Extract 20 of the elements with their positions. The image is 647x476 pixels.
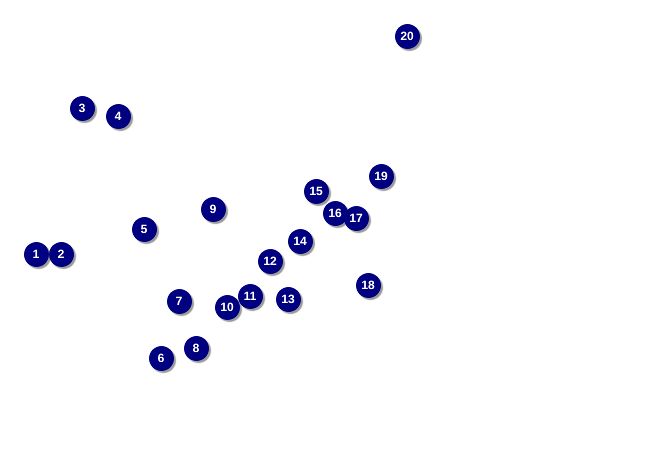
numbered-marker: 13 — [276, 286, 300, 312]
numbered-marker: 19 — [368, 164, 394, 188]
numbered-marker: 12 — [258, 248, 282, 274]
numbered-marker: 1 — [24, 242, 48, 266]
numbered-marker: 4 — [106, 104, 130, 128]
numbered-marker: 9 — [200, 196, 226, 222]
numbered-marker: 10 — [214, 294, 240, 320]
numbered-marker: 8 — [184, 336, 208, 360]
numbered-marker: 17 — [344, 206, 368, 230]
numbered-marker: 20 — [394, 24, 420, 48]
numbered-marker: 18 — [356, 272, 380, 298]
numbered-marker: 11 — [238, 284, 262, 308]
numbered-marker: 2 — [48, 242, 74, 266]
numbered-marker: 16 — [322, 200, 348, 226]
numbered-marker: 6 — [148, 346, 174, 370]
numbered-marker: 14 — [288, 228, 312, 254]
numbered-marker: 15 — [304, 178, 328, 204]
numbered-marker: 5 — [132, 216, 156, 242]
numbered-marker: 3 — [70, 96, 94, 120]
numbered-marker: 7 — [166, 288, 192, 314]
